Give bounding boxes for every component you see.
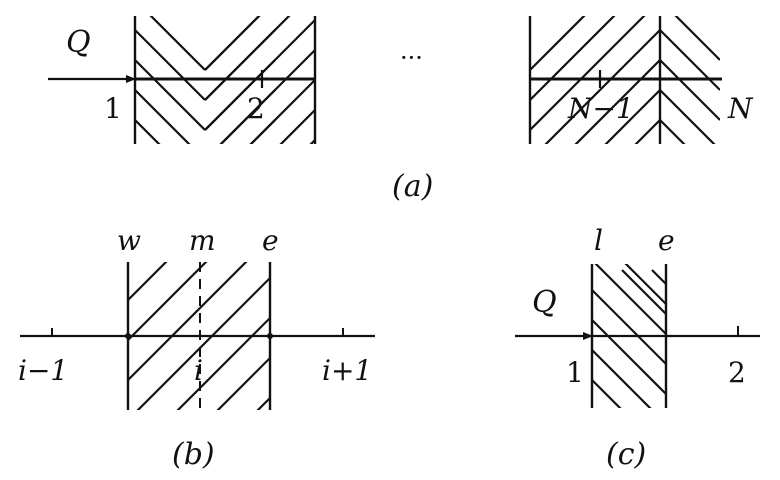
panel-a-left-hatch bbox=[135, 16, 315, 144]
panel-b-face-label-w: w bbox=[117, 224, 141, 257]
panel-c-flow-label: Q bbox=[532, 285, 557, 320]
panel-c-hatch bbox=[592, 264, 666, 408]
panel-a-node-label-1: 1 bbox=[104, 92, 122, 125]
panel-a-node-label-n-minus-1: N−1 bbox=[567, 92, 634, 125]
panel-b-node-label-i-plus-1: i+1 bbox=[322, 354, 372, 387]
panel-b-face-label-e: e bbox=[262, 224, 279, 257]
panel-a-node-label-n: N bbox=[727, 92, 754, 125]
panel-c-face-label-l: l bbox=[594, 224, 603, 257]
panel-c: Q l e 1 2 (c) bbox=[515, 224, 760, 472]
panel-a-right-hatch bbox=[530, 16, 720, 144]
panel-a-ellipsis: ··· bbox=[400, 44, 423, 72]
panel-b-node-label-i-minus-1: i−1 bbox=[18, 354, 68, 387]
panel-c-face-label-e: e bbox=[658, 224, 675, 257]
panel-a: Q ··· 1 2 N−1 N (a) bbox=[48, 16, 754, 204]
panel-b-node-label-i: i bbox=[194, 354, 203, 387]
panel-c-node-label-1: 1 bbox=[566, 356, 584, 389]
panel-b-face-label-m: m bbox=[189, 224, 216, 257]
panel-a-node-label-2: 2 bbox=[247, 92, 265, 125]
panel-a-flow-label: Q bbox=[66, 25, 91, 60]
panel-b-hatch bbox=[128, 262, 270, 410]
panel-a-caption: (a) bbox=[392, 169, 433, 204]
panel-c-node-label-2: 2 bbox=[728, 356, 746, 389]
panel-b-caption: (b) bbox=[172, 437, 215, 472]
panel-b-ticks bbox=[51, 328, 344, 336]
panel-b-face-w-node bbox=[125, 333, 131, 339]
panel-b: w m e i−1 i i+1 (b) bbox=[18, 224, 375, 472]
panel-c-caption: (c) bbox=[606, 437, 646, 472]
panel-b-face-e-node bbox=[267, 333, 273, 339]
panel-a-ticks bbox=[260, 70, 602, 88]
